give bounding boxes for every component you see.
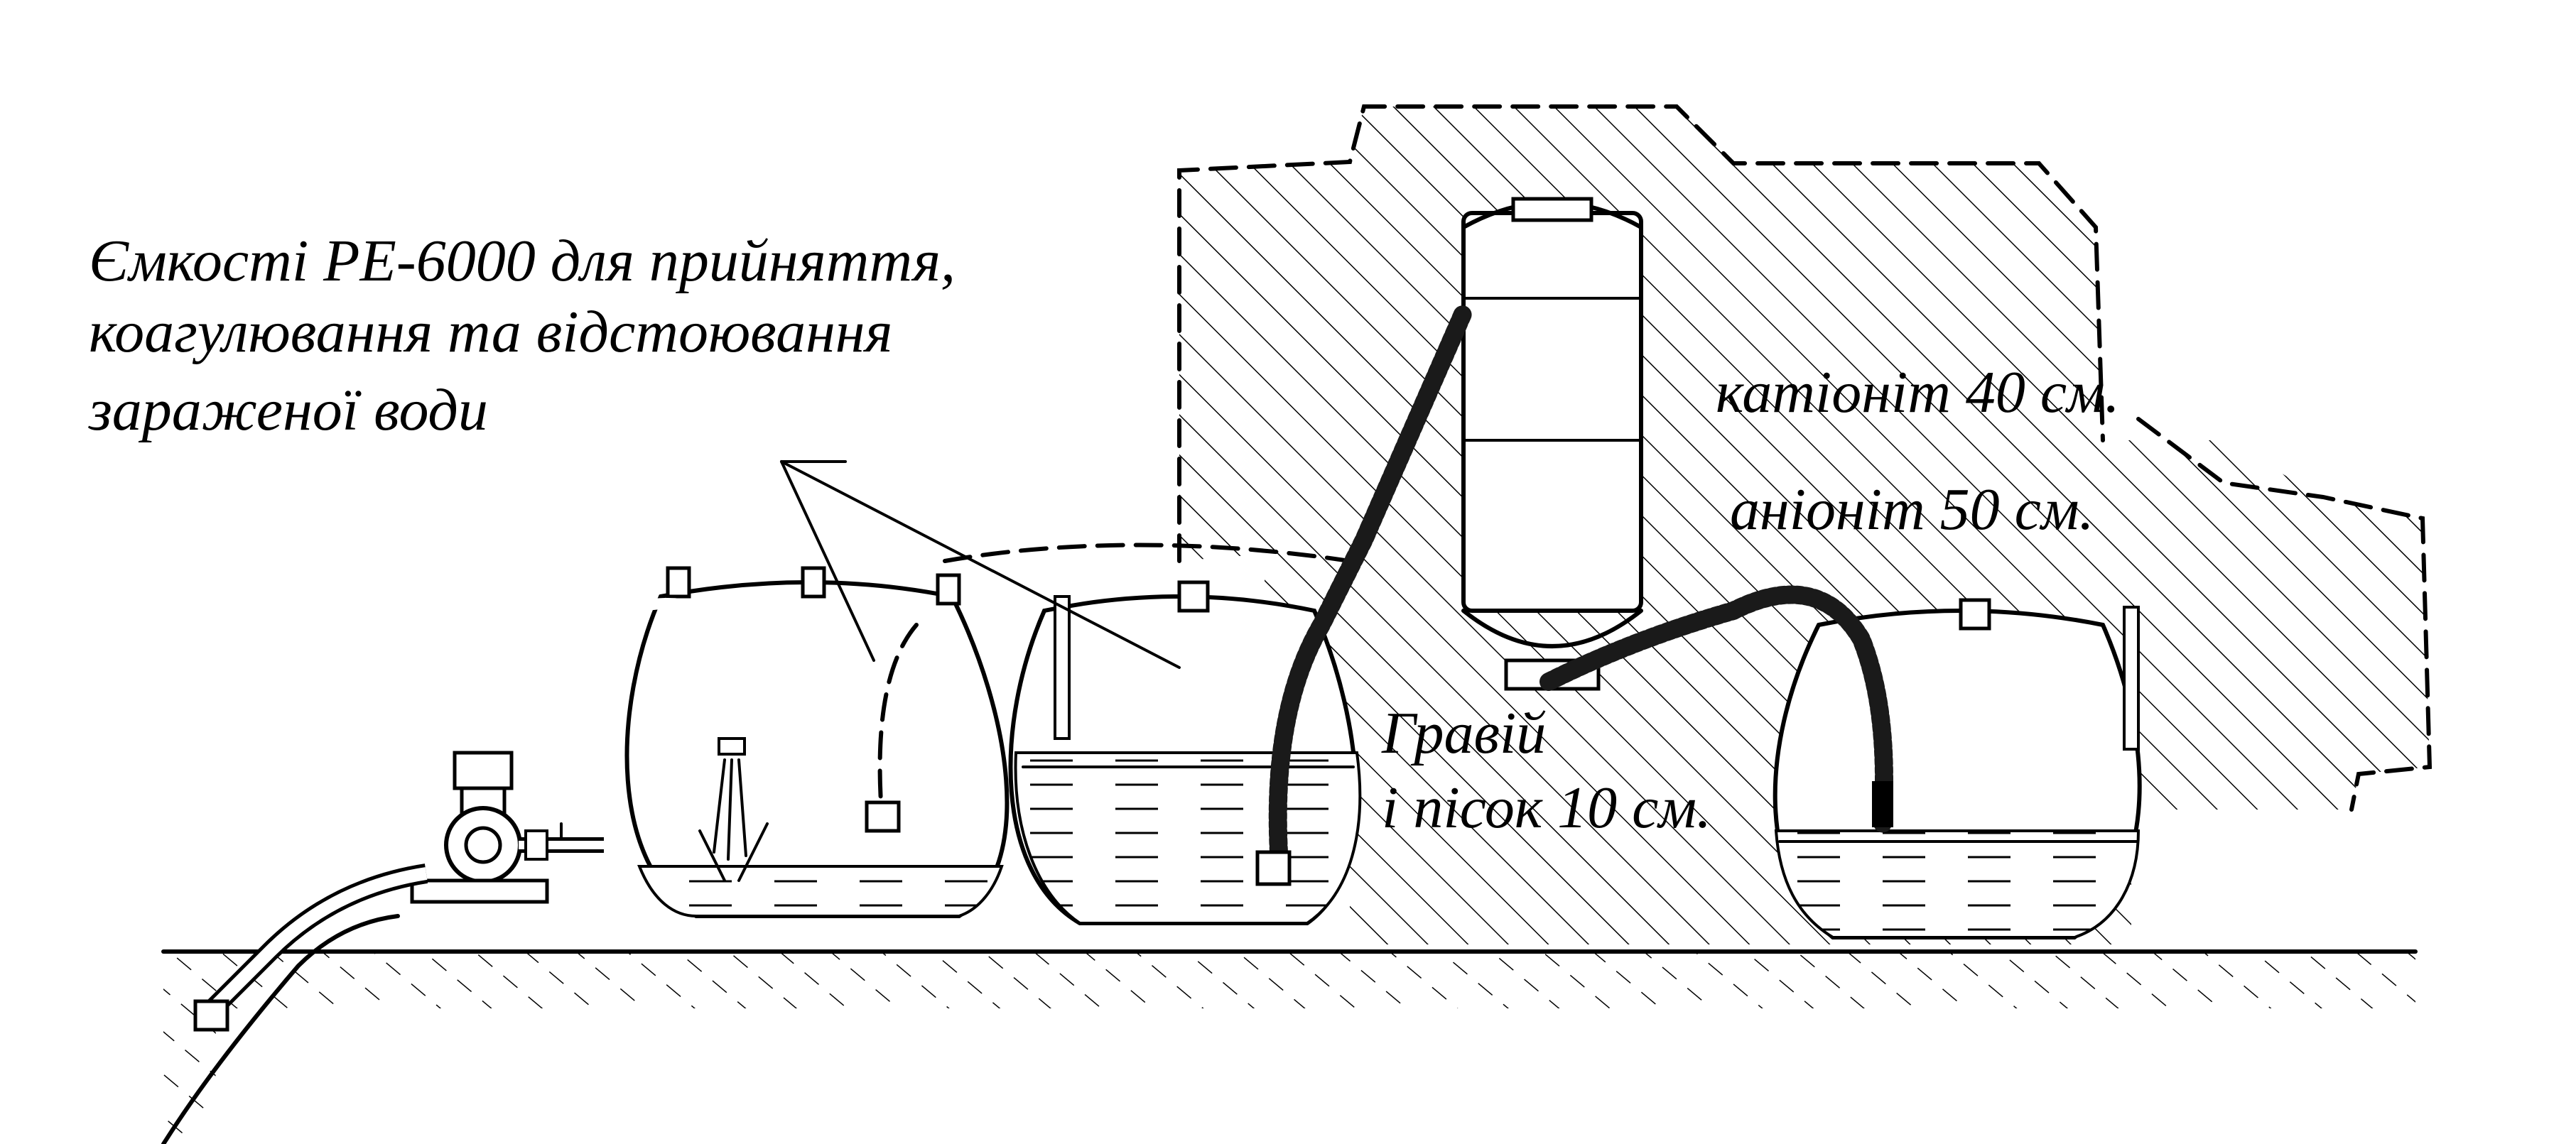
tank-1 bbox=[598, 566, 1010, 918]
shelter-dashed-roofline bbox=[943, 543, 1352, 563]
ground-hatched bbox=[163, 952, 2415, 1144]
gravel-label-line-2: і пісок 10 см. bbox=[1382, 775, 1711, 841]
anion-layer-label: аніоніт 50 см. bbox=[1730, 476, 2094, 543]
tanks-label-line-3: зараженої води bbox=[87, 377, 488, 443]
tanks-label-line-2: коагулювання та відстоювання bbox=[89, 299, 892, 365]
filter-column bbox=[1461, 197, 1643, 691]
pump bbox=[193, 751, 604, 1032]
tank-3 bbox=[1539, 585, 2142, 939]
tank-2 bbox=[1008, 303, 1473, 925]
shelter-dashed-outline-right bbox=[2136, 417, 2432, 812]
label-leader-lines bbox=[780, 460, 1181, 669]
shelter-dashed-outline bbox=[1177, 104, 2105, 563]
cation-layer-label: катіоніт 40 см. bbox=[1716, 359, 2120, 425]
gravel-label-line-1: Гравій bbox=[1381, 700, 1546, 766]
ground-slope bbox=[161, 914, 400, 1144]
tanks-label-line-1: Ємкості РЕ-6000 для прийняття, bbox=[89, 228, 956, 294]
